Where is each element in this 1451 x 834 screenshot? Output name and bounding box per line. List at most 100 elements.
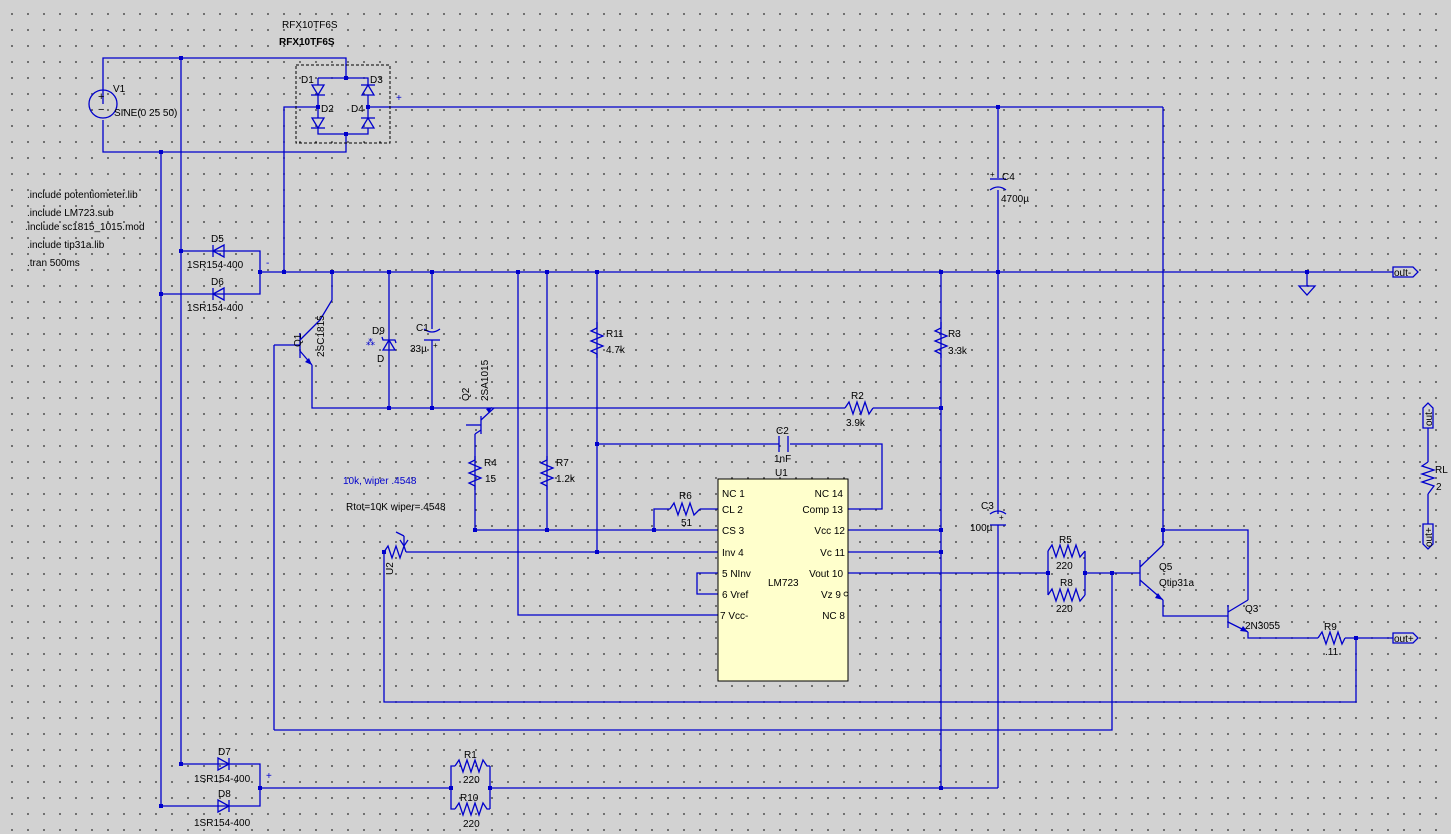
r7-value: 1.2k xyxy=(556,474,576,485)
plus-marker: + xyxy=(266,771,272,782)
rl-top-label: out- xyxy=(1424,409,1435,426)
u1-pin-nc1: NC 1 xyxy=(722,489,745,500)
directive-2[interactable]: .include LM723.sub xyxy=(27,208,114,219)
r6-resistor[interactable] xyxy=(669,500,701,518)
r11-value: 4.7k xyxy=(606,345,626,356)
out-minus-flag[interactable] xyxy=(1392,266,1419,278)
pot-note[interactable]: Rtot=10K wiper=.4548 xyxy=(346,502,446,513)
r5-value: 220 xyxy=(1056,561,1073,572)
d6-label: D6 xyxy=(211,277,224,288)
rl-top-flag[interactable] xyxy=(1422,402,1434,429)
bridge-plus: + xyxy=(396,93,402,104)
q2-transistor[interactable] xyxy=(466,407,495,435)
r8-label: R8 xyxy=(1060,578,1073,589)
d6-value: 1SR154-400 xyxy=(187,303,244,314)
d7-diode[interactable] xyxy=(217,756,231,772)
d9-zener[interactable]: ⁂ xyxy=(366,336,397,351)
d8-value: 1SR154-400 xyxy=(194,818,251,829)
r2-value: 3.9k xyxy=(846,418,866,429)
directive-5[interactable]: .tran 500ms xyxy=(27,258,80,269)
d5-diode[interactable] xyxy=(211,243,225,259)
rl-resistor[interactable] xyxy=(1419,461,1437,495)
c1-capacitor[interactable]: + xyxy=(423,328,441,350)
r1-resistor[interactable] xyxy=(450,757,491,788)
q5-transistor[interactable] xyxy=(1139,544,1164,601)
u1-pin-vref6: 6 Vref xyxy=(722,590,749,601)
bridge-d4: D4 xyxy=(351,104,364,115)
u1-ic-body[interactable] xyxy=(717,478,849,682)
u1-value: LM723 xyxy=(768,578,799,589)
bridge-d1: D1 xyxy=(301,75,314,86)
c3-value: 100µ xyxy=(970,523,993,534)
d9-value: D xyxy=(377,354,384,365)
r1-value: 220 xyxy=(463,775,480,786)
ground-symbol xyxy=(1297,285,1317,296)
q1-label: Q1 xyxy=(293,333,304,347)
d9-label: D9 xyxy=(372,326,385,337)
r3-value: 3.3k xyxy=(948,346,968,357)
d7-label: D7 xyxy=(218,747,231,758)
r8-resistor[interactable] xyxy=(1047,586,1086,604)
minus-marker: - xyxy=(266,258,269,269)
u1-pin-vc11: Vc 11 xyxy=(820,548,845,559)
out-plus-flag[interactable] xyxy=(1392,632,1419,644)
q3-value: 2N3055 xyxy=(1245,621,1280,632)
bridge-model-overlay: RFX10TF6S xyxy=(279,37,335,48)
rl-bottom-flag[interactable] xyxy=(1422,523,1434,550)
r7-label: R7 xyxy=(556,458,569,469)
r4-resistor[interactable] xyxy=(467,456,483,490)
d8-label: D8 xyxy=(218,789,231,800)
svg-text:+: + xyxy=(999,513,1004,522)
r4-value: 15 xyxy=(485,474,497,485)
q3-transistor[interactable] xyxy=(1227,599,1249,633)
bridge-rectifier[interactable] xyxy=(295,64,391,144)
c4-label: C4 xyxy=(1002,172,1015,183)
u1-pin-nc14: NC 14 xyxy=(815,489,844,500)
svg-text:−: − xyxy=(98,104,104,116)
u1-pin-cl2: CL 2 xyxy=(722,505,743,516)
r6-label: R6 xyxy=(679,491,692,502)
r11-label: R11 xyxy=(606,329,624,340)
bridge-d3: D3 xyxy=(370,75,383,86)
r10-resistor[interactable] xyxy=(450,788,491,818)
c3-capacitor[interactable]: + xyxy=(989,510,1007,526)
svg-text:+: + xyxy=(990,170,995,179)
out-minus-label: out- xyxy=(1394,268,1411,279)
r3-resistor[interactable] xyxy=(933,322,949,358)
out-plus-label: out+ xyxy=(1394,634,1414,645)
d8-diode[interactable] xyxy=(217,798,231,814)
r1-label: R1 xyxy=(464,750,477,761)
u1-pin-vz9: Vz 9 xyxy=(821,590,841,601)
c2-capacitor[interactable] xyxy=(778,436,789,452)
d5-value: 1SR154-400 xyxy=(187,260,244,271)
r5-resistor[interactable] xyxy=(1047,542,1086,560)
u1-pin-ninv5: 5 NInv xyxy=(722,569,751,580)
svg-text:+: + xyxy=(98,91,104,103)
d6-diode[interactable] xyxy=(211,286,225,302)
directive-3[interactable]: .include sc1815_1015.mod xyxy=(25,222,145,233)
v1-source-symbol[interactable]: + − xyxy=(88,89,118,119)
pot-note-blue[interactable]: 10k, wiper .4548 xyxy=(343,476,417,487)
q5-value: Qtip31a xyxy=(1159,578,1194,589)
u2-potentiometer[interactable] xyxy=(383,531,409,561)
directive-4[interactable]: .include tip31a.lib xyxy=(27,240,105,251)
u1-pin-nc8: NC 8 xyxy=(822,611,845,622)
r2-resistor[interactable] xyxy=(844,399,874,417)
rl-label: RL xyxy=(1435,465,1448,476)
directive-1[interactable]: .include potentiometer.lib xyxy=(27,190,138,201)
bridge-model: RFX10TF6S xyxy=(282,20,338,31)
svg-text:⁂: ⁂ xyxy=(366,337,375,347)
c1-value: 33µ xyxy=(410,344,427,355)
r9-resistor[interactable] xyxy=(1317,629,1346,647)
rl-bottom-label: out+ xyxy=(1424,527,1435,547)
r10-value: 220 xyxy=(463,819,480,830)
c4-capacitor[interactable]: + xyxy=(989,170,1007,191)
c1-label: C1 xyxy=(416,323,429,334)
q1-transistor[interactable] xyxy=(299,319,321,390)
r7-resistor[interactable] xyxy=(539,456,555,490)
c2-value: 1nF xyxy=(774,454,791,465)
r11-resistor[interactable] xyxy=(589,322,605,358)
bridge-d2: D2 xyxy=(321,104,334,115)
